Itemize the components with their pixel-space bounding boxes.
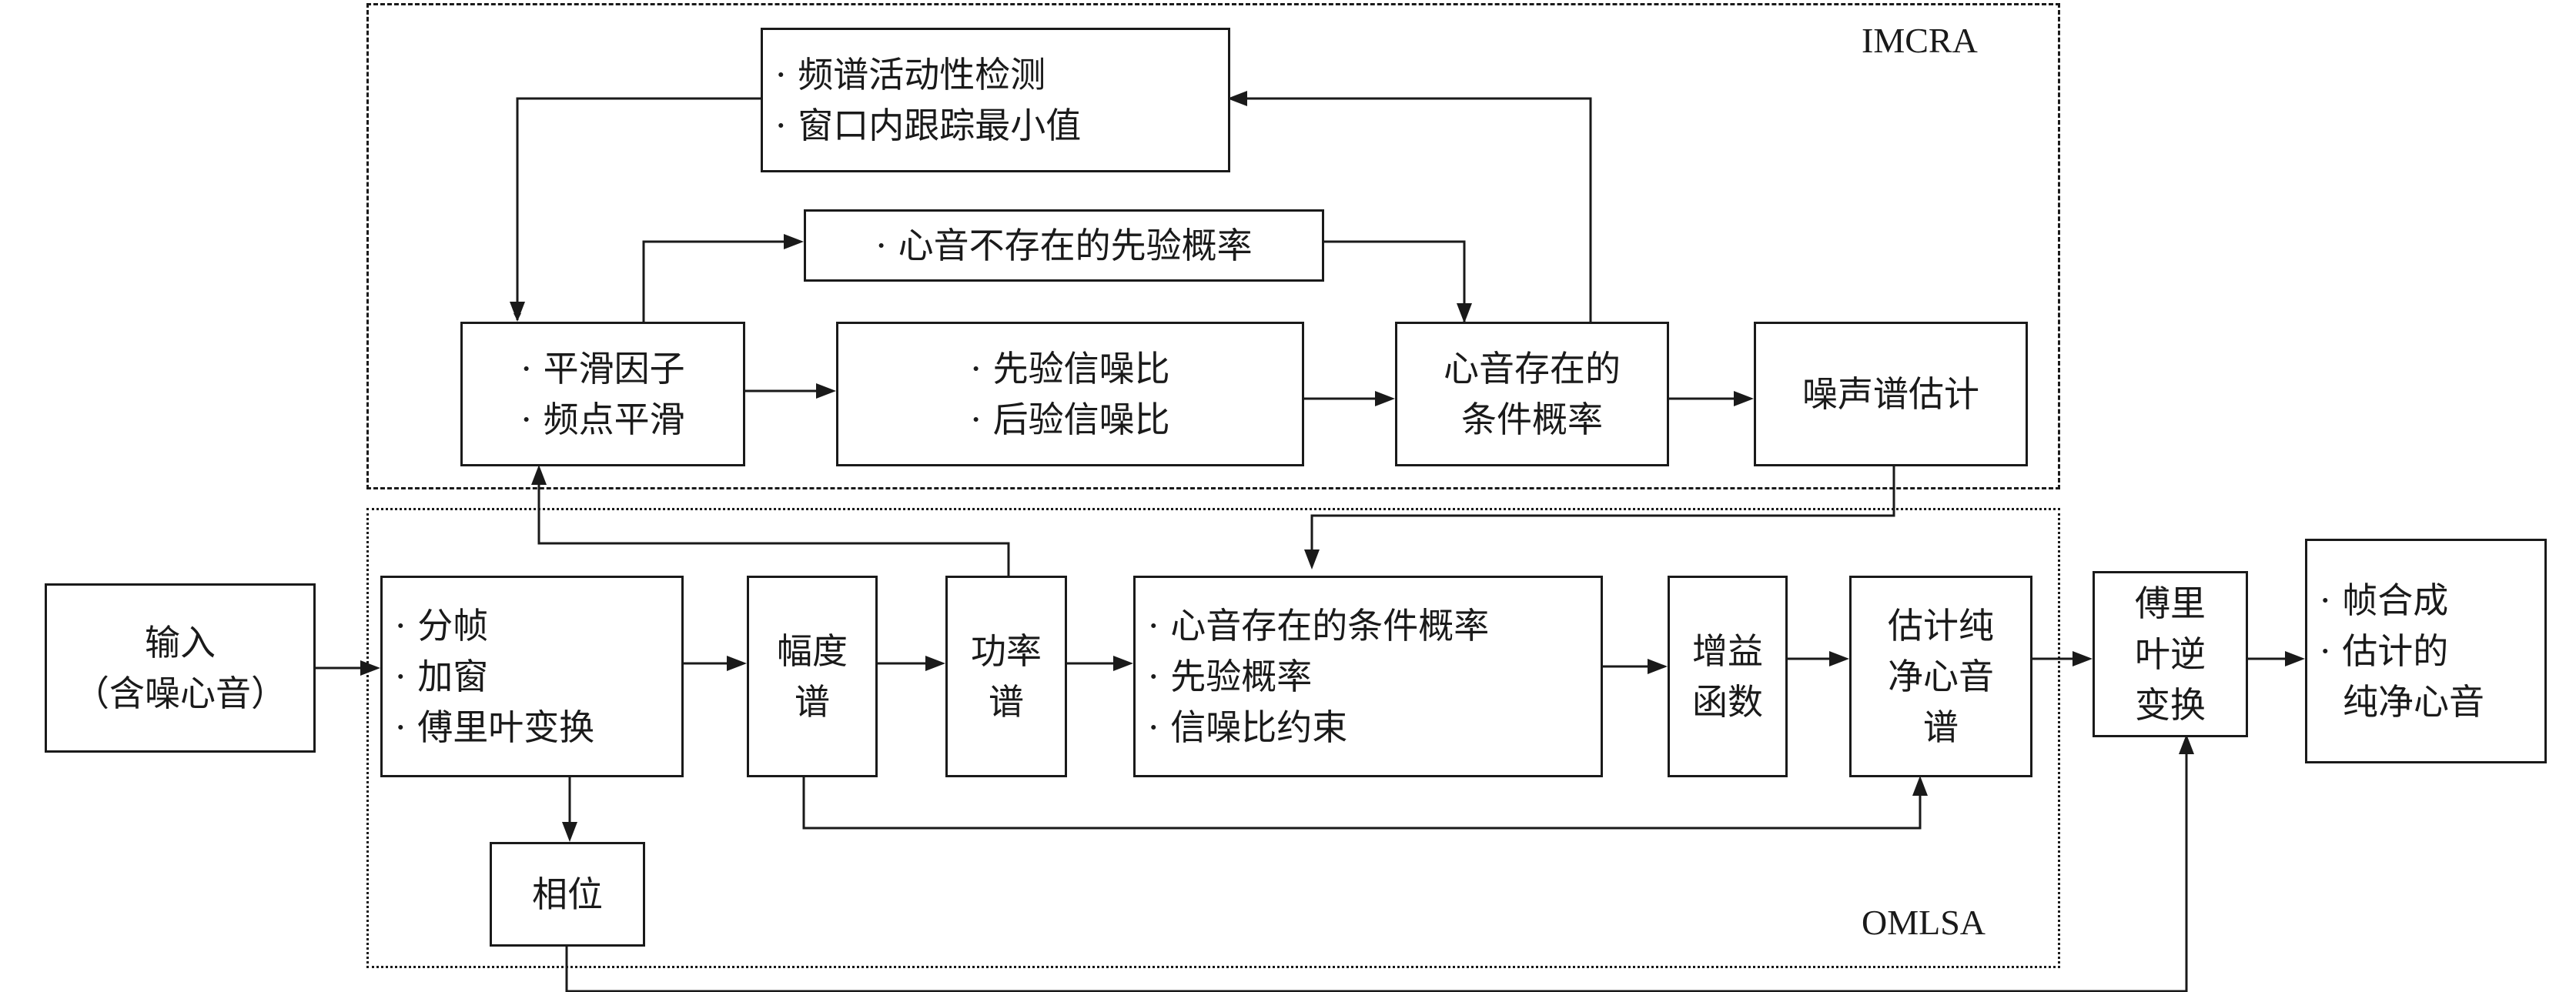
noise-estimate-box: 噪声谱估计 <box>1754 322 2028 466</box>
phase-box: 相位 <box>490 842 645 947</box>
input-box: 输入 （含噪心音） <box>45 583 316 753</box>
clean-estimate-box: 估计纯 净心音 谱 <box>1849 576 2032 777</box>
spectral-activity-line-1: · 频谱活动性检测 <box>775 54 1046 95</box>
arrow-noise-to-omlsa-condprob <box>1310 465 1895 566</box>
smoothing-box: · 平滑因子 · 频点平滑 <box>460 322 745 466</box>
snr-box: · 先验信噪比 · 后验信噪比 <box>836 322 1304 466</box>
power-line-1: 功率 <box>971 630 1042 672</box>
arrow-magnitude-to-clean <box>802 777 1922 830</box>
arrow-prior-to-condprob <box>1324 240 1466 322</box>
spectral-activity-box: · 频谱活动性检测 · 窗口内跟踪最小值 <box>761 28 1230 172</box>
framing-line-2: · 加窗 <box>395 656 489 697</box>
cond-prob-omlsa-line-3: · 信噪比约束 <box>1148 706 1348 748</box>
output-line-2: · 估计的 <box>2320 630 2449 672</box>
clean-estimate-line-3: 谱 <box>1923 706 1959 748</box>
power-spectrum-box: 功率 谱 <box>945 576 1067 777</box>
smoothing-line-2: · 频点平滑 <box>520 399 685 440</box>
inverse-fft-box: 傅里 叶逆 变换 <box>2093 571 2248 737</box>
phase-line-1: 相位 <box>532 873 603 915</box>
output-line-3: 纯净心音 <box>2343 681 2484 723</box>
framing-line-3: · 傅里叶变换 <box>395 706 595 748</box>
cond-prob-omlsa-line-2: · 先验概率 <box>1148 656 1313 697</box>
arrow-smoothing-to-prior <box>642 240 801 322</box>
framing-line-1: · 分帧 <box>395 605 489 646</box>
omlsa-label: OMLSA <box>1862 903 1986 942</box>
imcra-region <box>366 3 2060 489</box>
clean-estimate-line-1: 估计纯 <box>1888 605 1994 646</box>
cond-prob-omlsa-line-1: · 心音存在的条件概率 <box>1148 605 1490 646</box>
ifft-line-1: 傅里 <box>2135 583 2206 624</box>
cond-prob-omlsa-box: · 心音存在的条件概率 · 先验概率 · 信噪比约束 <box>1133 576 1603 777</box>
prior-absence-box: · 心音不存在的先验概率 <box>804 209 1324 282</box>
noise-estimate-line-1: 噪声谱估计 <box>1802 373 1979 415</box>
framing-box: · 分帧 · 加窗 · 傅里叶变换 <box>380 576 684 777</box>
input-line-1: 输入 <box>145 622 216 663</box>
ifft-line-2: 叶逆 <box>2135 633 2206 675</box>
snr-line-2: · 后验信噪比 <box>970 399 1170 440</box>
cond-prob-imcra-line-1: 心音存在的 <box>1444 348 1621 389</box>
spectral-activity-line-2: · 窗口内跟踪最小值 <box>775 105 1082 146</box>
omlsa-region <box>366 508 2060 968</box>
magnitude-spectrum-box: 幅度 谱 <box>747 576 878 777</box>
gain-function-box: 增益 函数 <box>1668 576 1788 777</box>
arrow-condprob-to-spectral <box>1230 97 1592 322</box>
imcra-label: IMCRA <box>1862 21 1978 60</box>
magnitude-line-1: 幅度 <box>777 630 848 672</box>
cond-prob-imcra-line-2: 条件概率 <box>1461 399 1603 440</box>
magnitude-line-2: 谱 <box>795 681 830 723</box>
gain-line-2: 函数 <box>1692 681 1763 723</box>
prior-absence-line-1: · 心音不存在的先验概率 <box>875 225 1253 266</box>
snr-line-1: · 先验信噪比 <box>970 348 1170 389</box>
ifft-line-3: 变换 <box>2135 684 2206 726</box>
smoothing-line-1: · 平滑因子 <box>520 348 685 389</box>
power-line-2: 谱 <box>989 681 1024 723</box>
arrow-power-to-smoothing <box>537 468 1010 576</box>
arrow-phase-to-ifft <box>565 737 2188 992</box>
arrow-spectral-to-smoothing <box>514 97 761 321</box>
input-line-2: （含噪心音） <box>74 673 286 714</box>
clean-estimate-line-2: 净心音 <box>1888 656 1994 697</box>
output-line-1: · 帧合成 <box>2320 580 2449 621</box>
gain-line-1: 增益 <box>1692 630 1763 672</box>
output-box: · 帧合成 · 估计的 纯净心音 <box>2305 539 2547 763</box>
cond-prob-imcra-box: 心音存在的 条件概率 <box>1395 322 1669 466</box>
